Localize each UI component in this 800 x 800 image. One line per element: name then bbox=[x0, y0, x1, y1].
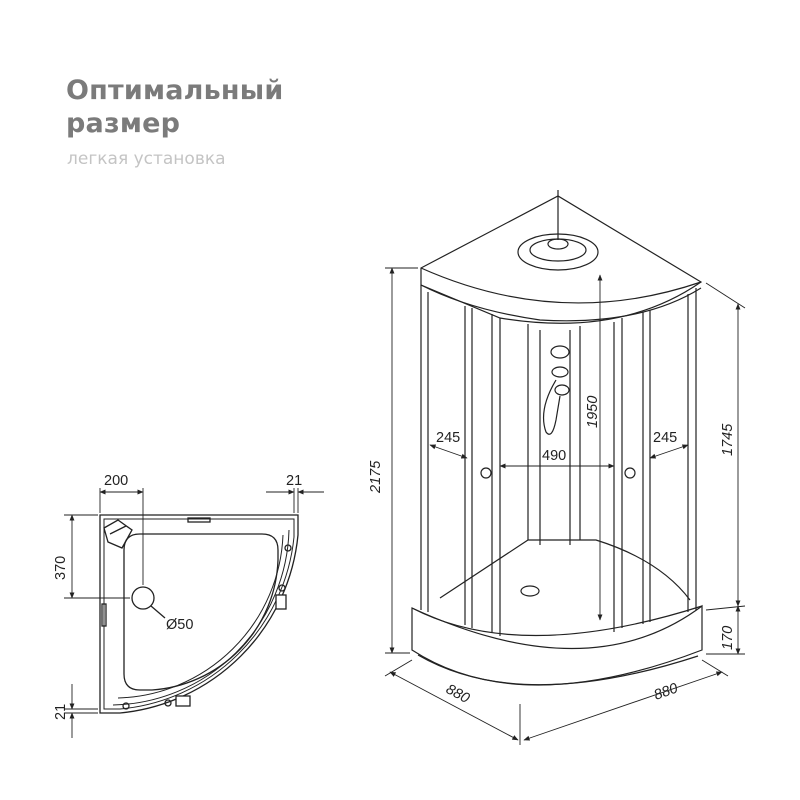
plan-view bbox=[64, 488, 324, 738]
dim-label-drain: Ø50 bbox=[166, 617, 193, 633]
page-subtitle: легкая установка bbox=[67, 149, 226, 169]
dim-label-245-right: 245 bbox=[653, 430, 677, 446]
cabin-roof bbox=[420, 195, 703, 324]
drain-leader bbox=[150, 605, 166, 619]
plan-handle-bottom bbox=[175, 695, 191, 707]
plan-roller-2 bbox=[278, 584, 286, 592]
plan-tray-outline bbox=[99, 514, 299, 714]
page-title: Оптимальный размер bbox=[66, 74, 284, 140]
plan-handle-right bbox=[275, 594, 287, 610]
plan-dimensions bbox=[64, 488, 324, 738]
dim-label-200: 200 bbox=[104, 473, 128, 489]
tray-top-rim bbox=[411, 605, 703, 637]
plan-roller-1 bbox=[284, 544, 292, 552]
plan-roller-3 bbox=[122, 702, 130, 710]
door-handle-right bbox=[624, 467, 636, 479]
dim-label-21-side: 21 bbox=[53, 704, 69, 720]
plan-fitting-top bbox=[187, 517, 211, 523]
plan-mixer bbox=[103, 519, 133, 549]
door-handle-left bbox=[480, 467, 492, 479]
panel-control-1 bbox=[550, 345, 570, 359]
plan-frame-inner bbox=[103, 518, 295, 710]
plan-fitting-side bbox=[101, 603, 107, 627]
drain-outlet bbox=[131, 586, 155, 610]
dim-label-490: 490 bbox=[542, 448, 566, 464]
dim-label-370: 370 bbox=[53, 556, 69, 580]
dim-label-21-top: 21 bbox=[286, 473, 302, 489]
dim-label-880-right: 880 bbox=[652, 680, 680, 703]
dim-label-245-left: 245 bbox=[436, 430, 460, 446]
shower-hose bbox=[543, 379, 561, 435]
perspective-dimensions bbox=[384, 267, 746, 745]
tray-drain bbox=[520, 585, 540, 597]
dim-label-2175: 2175 bbox=[368, 460, 384, 494]
title-line-2: размер bbox=[66, 108, 181, 139]
tray-base bbox=[411, 604, 703, 686]
perspective-view bbox=[411, 190, 703, 686]
cabin-roof-rim bbox=[420, 284, 702, 322]
cabin-roof-edge bbox=[420, 267, 702, 304]
plan-mixer-detail bbox=[109, 525, 127, 535]
panel-control-2 bbox=[551, 366, 569, 378]
plan-basin bbox=[123, 533, 279, 691]
title-line-1: Оптимальный bbox=[66, 75, 284, 106]
dim-label-1950: 1950 bbox=[585, 396, 601, 428]
dim-label-1745: 1745 bbox=[720, 423, 736, 456]
dim-label-880-left: 880 bbox=[443, 681, 472, 706]
panel-control-3 bbox=[554, 384, 570, 396]
dim-label-170: 170 bbox=[720, 626, 736, 650]
tray-basin bbox=[439, 539, 691, 601]
plan-roller-4 bbox=[164, 699, 172, 707]
